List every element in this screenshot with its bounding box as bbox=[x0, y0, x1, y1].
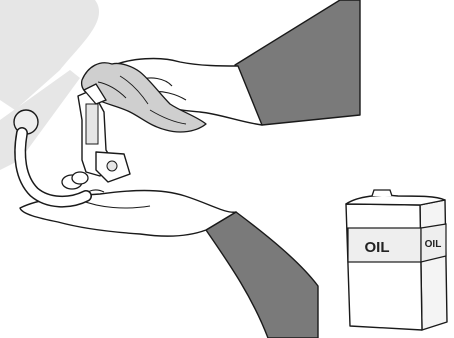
oil-can-front-label: OIL bbox=[365, 239, 390, 256]
oil-can-side-label: OIL bbox=[425, 239, 442, 250]
lower-sleeve bbox=[206, 212, 318, 338]
oil-can-icon: OIL OIL bbox=[346, 190, 447, 330]
